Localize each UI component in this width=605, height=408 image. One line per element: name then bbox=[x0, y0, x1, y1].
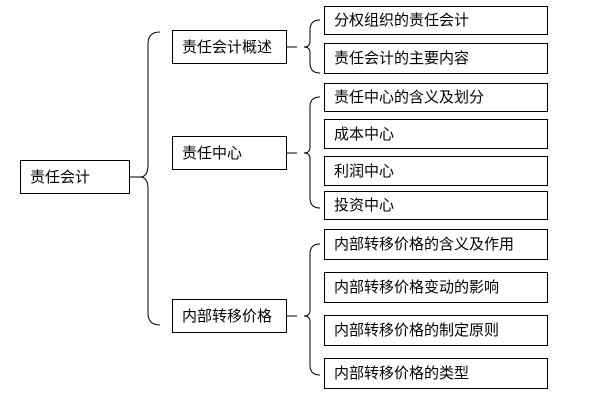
brace-branch-3 bbox=[303, 243, 321, 376]
leaf-node: 内部转移价格的制定原则 bbox=[324, 315, 548, 346]
root-node: 责任会计 bbox=[20, 160, 130, 194]
leaf-node: 利润中心 bbox=[324, 156, 548, 186]
leaf-node: 内部转移价格的类型 bbox=[324, 358, 548, 389]
leaf-node: 责任中心的含义及划分 bbox=[324, 83, 548, 112]
branch-node-responsibility-center: 责任中心 bbox=[172, 136, 287, 170]
branch-node-transfer-price: 内部转移价格 bbox=[172, 299, 287, 333]
brace-root bbox=[130, 31, 161, 326]
brace-branch-2 bbox=[303, 96, 321, 209]
leaf-node: 分权组织的责任会计 bbox=[324, 6, 548, 35]
branch-node-overview: 责任会计概述 bbox=[172, 30, 287, 64]
leaf-node: 内部转移价格变动的影响 bbox=[324, 272, 548, 303]
brace-branch-1 bbox=[303, 19, 321, 74]
leaf-node: 成本中心 bbox=[324, 119, 548, 149]
leaf-node: 投资中心 bbox=[324, 191, 548, 220]
leaf-node: 责任会计的主要内容 bbox=[324, 43, 548, 74]
leaf-node: 内部转移价格的含义及作用 bbox=[324, 229, 548, 260]
